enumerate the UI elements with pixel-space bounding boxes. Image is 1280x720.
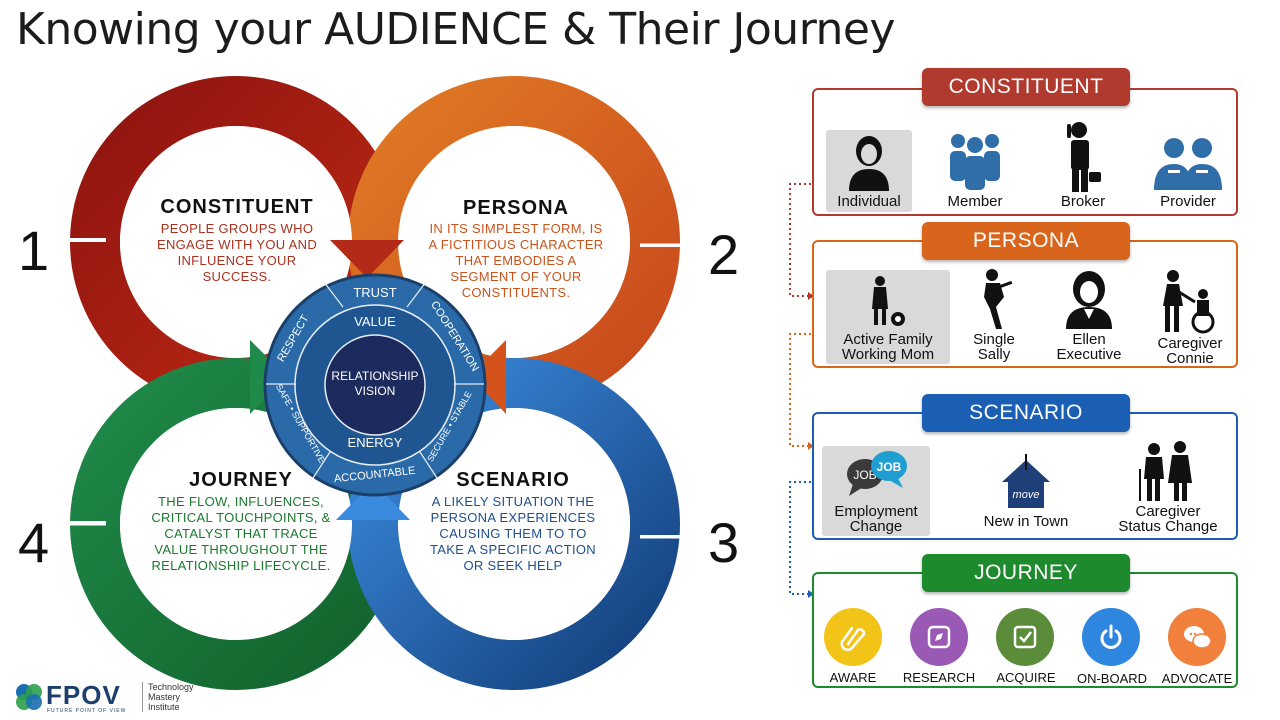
power-icon (1100, 624, 1122, 649)
fpov-brand: FPOV (46, 680, 121, 710)
wheel-center-line2: VISION (355, 384, 396, 398)
step-number-3: 3 (708, 511, 740, 574)
executive-woman-icon (1044, 266, 1134, 332)
fpov-tagline: FUTURE POINT OF VIEW (47, 708, 127, 714)
item-label: Individual (837, 193, 901, 210)
chat-bubbles-icon (1184, 626, 1212, 649)
aware-step[interactable] (824, 608, 882, 666)
item-label: New in Town (983, 513, 1069, 530)
research-step[interactable] (910, 608, 968, 666)
constituent-title: CONSTITUENT (160, 196, 314, 218)
persona-arrow-icon (470, 340, 506, 414)
onboard-label: ON-BOARD (1076, 671, 1148, 686)
mom-soccer-icon (826, 270, 950, 332)
scenario-tab[interactable]: SCENARIO (922, 394, 1130, 432)
scenario-title: SCENARIO (456, 469, 570, 491)
wheel-energy: ENERGY (348, 435, 403, 450)
wheel-value: VALUE (354, 314, 396, 329)
businessman-icon (1040, 120, 1126, 194)
step-number-2: 2 (708, 223, 740, 286)
journey-desc: THE FLOW, INFLUENCES,CRITICAL TOUCHPOINT… (151, 494, 331, 573)
doctors-icon (1144, 130, 1232, 194)
step-number-1: 1 (18, 219, 50, 282)
constituent-item-individual[interactable]: Individual (826, 130, 912, 212)
relationship-wheel: RELATIONSHIP VISION VALUE ENERGY TRUST R… (263, 273, 487, 497)
paperclip-icon (840, 626, 866, 651)
svg-text:JOB: JOB (877, 460, 902, 474)
svg-text:move: move (1013, 489, 1040, 501)
elderly-couple-icon (1106, 438, 1230, 504)
dotted-connectors (789, 183, 820, 598)
item-label: Member (947, 193, 1003, 210)
page-title: Knowing your AUDIENCE & Their Journey (16, 4, 896, 55)
aware-label: AWARE (829, 670, 877, 685)
move-house-icon: move (970, 452, 1082, 514)
audience-journey-diagram: RELATIONSHIP VISION VALUE ENERGY TRUST R… (70, 76, 680, 690)
constituent-item-provider[interactable]: Provider (1144, 130, 1232, 214)
acquire-label: ACQUIRE (996, 670, 1056, 685)
dancing-woman-icon (956, 266, 1032, 332)
advocate-label: ADVOCATE (1161, 671, 1233, 686)
fpov-mark-icon (16, 684, 42, 710)
advocate-step[interactable] (1168, 608, 1226, 666)
svg-text:JOB: JOB (853, 468, 876, 482)
scenario-ring (348, 358, 680, 690)
wheel-center-line1: RELATIONSHIP (331, 369, 418, 383)
persona-title: PERSONA (463, 197, 569, 219)
item-label: Broker (1060, 193, 1106, 210)
scenario-item-new-in-town[interactable]: move New in Town (970, 452, 1082, 536)
checkbox-icon (1013, 625, 1037, 649)
journey-title: JOURNEY (189, 469, 293, 491)
constituent-item-broker[interactable]: Broker (1040, 120, 1126, 212)
research-label: RESEARCH (902, 670, 976, 685)
wheel-trust: TRUST (353, 285, 396, 300)
compass-icon (927, 625, 951, 649)
scenario-arrow-icon (336, 482, 410, 520)
constituent-tab[interactable]: CONSTITUENT (922, 68, 1130, 106)
step-number-4: 4 (18, 511, 50, 574)
group-icon (932, 126, 1018, 194)
caregiver-wheelchair-icon (1146, 266, 1234, 336)
persona-tab[interactable]: PERSONA (922, 222, 1130, 260)
constituent-arrow-icon (330, 240, 404, 278)
woman-icon (826, 130, 912, 194)
journey-tab[interactable]: JOURNEY (922, 554, 1130, 592)
onboard-step[interactable] (1082, 608, 1140, 666)
acquire-step[interactable] (996, 608, 1054, 666)
constituent-item-member[interactable]: Member (932, 126, 1018, 212)
item-label: Provider (1160, 193, 1216, 210)
